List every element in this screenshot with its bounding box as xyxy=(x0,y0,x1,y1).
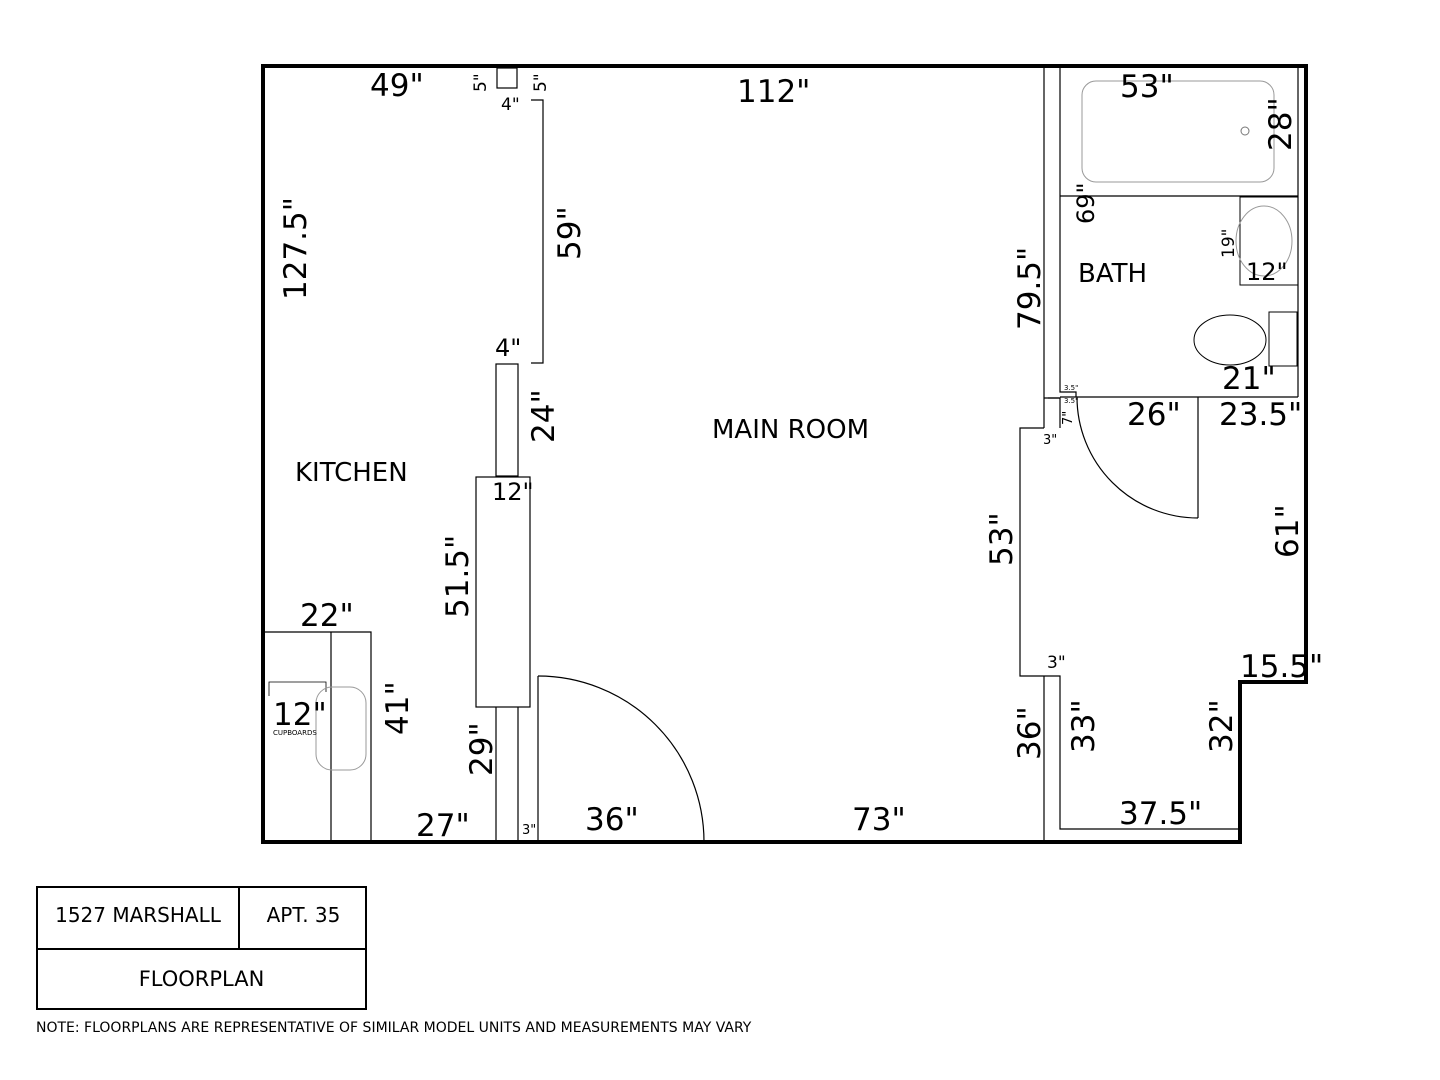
address-cell: 1527 MARSHALL xyxy=(38,888,240,948)
room-label-bath: BATH xyxy=(1078,259,1147,289)
dim-label: 51.5" xyxy=(440,535,476,618)
dim-label: 73" xyxy=(852,802,906,838)
dim-label: 27" xyxy=(416,808,470,844)
partition-post xyxy=(495,363,519,477)
dim-label: 3" xyxy=(1047,653,1066,673)
partition-column xyxy=(475,476,531,708)
dim-label: 112" xyxy=(737,74,810,110)
dim-label: 24" xyxy=(526,389,562,443)
bath-sink xyxy=(1235,205,1293,277)
dim-label: 49" xyxy=(370,68,424,104)
dim-label: 36" xyxy=(1012,706,1048,760)
floorplan-label: FLOORPLAN xyxy=(138,967,265,991)
room-label-main: MAIN ROOM xyxy=(712,415,869,445)
dim-label: 37.5" xyxy=(1119,796,1202,832)
dim-label: 3.5" xyxy=(1064,384,1078,392)
dim-label: 41" xyxy=(380,681,416,735)
disclaimer-note: NOTE: FLOORPLANS ARE REPRESENTATIVE OF S… xyxy=(36,1020,752,1036)
dim-label: 61" xyxy=(1270,504,1306,558)
dim-label: 15.5" xyxy=(1240,649,1323,685)
dim-label: 53" xyxy=(984,512,1020,566)
dim-label: 22" xyxy=(300,598,354,634)
entry-door-swing xyxy=(537,675,705,843)
vanity xyxy=(1239,196,1299,286)
dim-label: 127.5" xyxy=(278,197,314,300)
dim-label: 3" xyxy=(522,823,536,838)
bathtub xyxy=(1081,80,1275,183)
top-notch xyxy=(496,67,518,89)
dim-label: 3.5" xyxy=(1064,397,1078,405)
kitchen-sink-basin xyxy=(315,686,367,771)
dim-label: 32" xyxy=(1204,699,1240,753)
dim-label: 12" xyxy=(492,478,534,506)
dim-label: 69" xyxy=(1072,182,1100,224)
floorplan-drawing: KITCHEN MAIN ROOM BATH 49" 4" 112" 53" 4… xyxy=(261,64,1323,844)
partition-lower-wall xyxy=(495,707,519,842)
tub-drain xyxy=(1240,126,1250,136)
cupboard-outline xyxy=(268,681,327,696)
bath-door-swing xyxy=(1076,396,1199,519)
title-block: 1527 MARSHALL APT. 35 FLOORPLAN xyxy=(36,886,367,1010)
dim-label: 23.5" xyxy=(1219,397,1302,433)
dim-label: 21" xyxy=(1222,361,1276,397)
dim-label: 36" xyxy=(585,802,639,838)
room-label-kitchen: KITCHEN xyxy=(295,458,408,488)
dim-label: 3" xyxy=(1043,433,1057,448)
dim-label: 12" xyxy=(1246,258,1288,286)
dim-label: 7" xyxy=(1061,411,1076,425)
unit-cell: APT. 35 xyxy=(266,903,341,927)
dim-label: 79.5" xyxy=(1012,247,1048,330)
dim-label: 5" xyxy=(531,73,551,92)
toilet-tank xyxy=(1268,311,1298,367)
dim-label: 4" xyxy=(495,334,521,362)
closet-wall xyxy=(1019,427,1240,842)
dim-label: 19" xyxy=(1219,229,1239,258)
dim-label: 59" xyxy=(552,206,588,260)
dim-label: 28" xyxy=(1263,97,1299,151)
dim-label: 26" xyxy=(1127,397,1181,433)
kitchen-partition-wall xyxy=(531,99,544,364)
dim-label: 4" xyxy=(501,95,520,115)
dim-label: 12" xyxy=(273,697,327,733)
dim-label: 53" xyxy=(1120,69,1174,105)
outer-wall xyxy=(261,64,1308,844)
title-block-header: 1527 MARSHALL APT. 35 xyxy=(38,888,365,950)
kitchen-counter xyxy=(265,631,372,842)
toilet-bowl xyxy=(1193,314,1267,366)
dim-label: CUPBOARDS xyxy=(273,729,317,737)
dim-label: 33" xyxy=(1066,699,1102,753)
dim-label: 29" xyxy=(464,722,500,776)
dim-label: 5" xyxy=(471,73,491,92)
